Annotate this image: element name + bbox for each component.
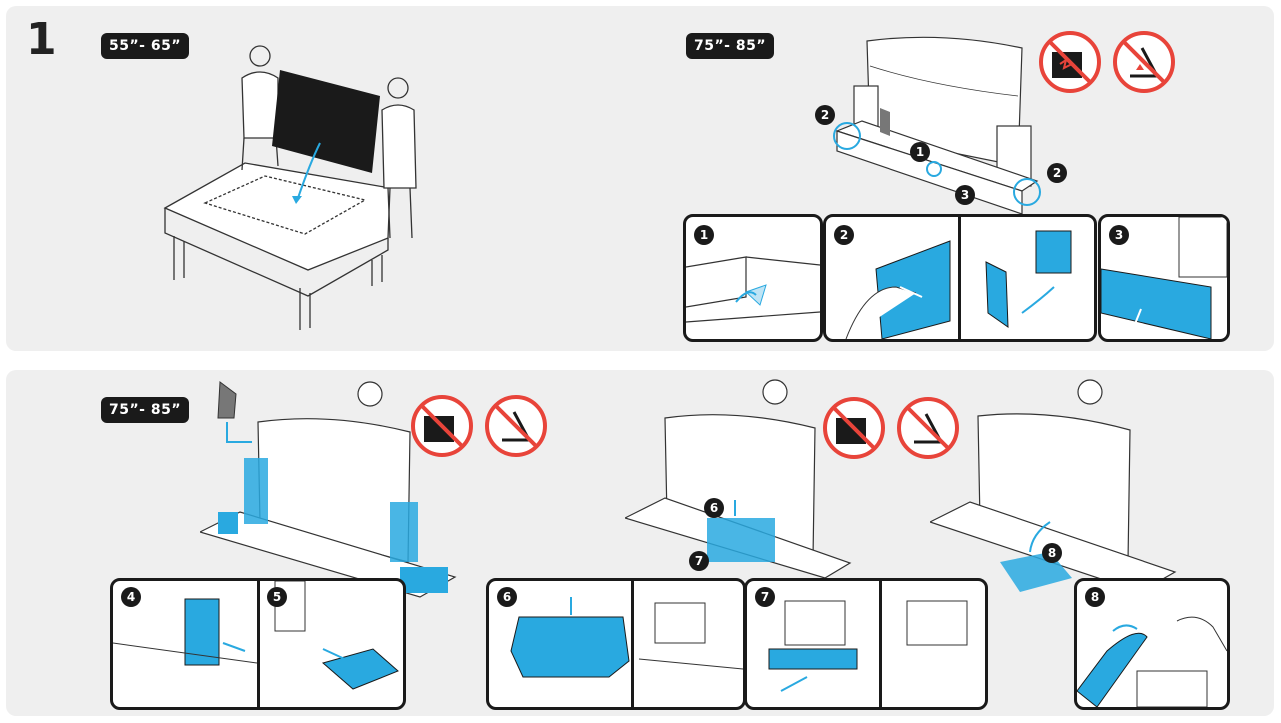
callout-7: 7 xyxy=(689,551,709,571)
detail-box-4-5: 4 5 xyxy=(110,578,406,710)
detail-divider xyxy=(958,217,961,339)
detail-box-7: 7 xyxy=(744,578,988,710)
no-sharp-object-icon-c xyxy=(897,397,959,459)
corner-block-removal-detail xyxy=(113,581,399,690)
detail-badge-1: 1 xyxy=(694,225,714,245)
detail-badge-4: 4 xyxy=(121,587,141,607)
detail-box-1: 1 xyxy=(683,214,823,342)
bottom-cushion-illustration xyxy=(930,379,1177,593)
callout-3: 3 xyxy=(955,185,975,205)
callout-6: 6 xyxy=(704,498,724,518)
detail-box-8: 8 xyxy=(1074,578,1230,710)
detail-badge-6: 6 xyxy=(497,587,517,607)
detail-divider-45 xyxy=(257,581,260,707)
detail-divider-6 xyxy=(631,581,634,707)
size-tag-small: 55”- 65” xyxy=(101,33,190,59)
size-tag-large-bottom: 75”- 85” xyxy=(101,397,190,423)
front-panel-removal-detail xyxy=(1101,217,1227,339)
side-panel-removal-detail xyxy=(845,230,1072,339)
no-sharp-object-icon xyxy=(1113,31,1175,93)
detail-box-2: 2 xyxy=(823,214,1097,342)
base-cushion-detail xyxy=(768,600,968,692)
no-press-screen-icon-c xyxy=(823,397,885,459)
detail-divider-7 xyxy=(879,581,882,707)
no-sharp-object-icon-b xyxy=(485,395,547,457)
size-tag-large-top: 75”- 85” xyxy=(686,33,775,59)
detail-badge-3: 3 xyxy=(1109,225,1129,245)
step-number: 1 xyxy=(26,14,57,65)
tv-on-table-illustration xyxy=(163,45,417,330)
callout-8: 8 xyxy=(1042,543,1062,563)
foil-peel-detail xyxy=(1077,616,1227,707)
tape-removal-detail xyxy=(686,256,820,323)
no-press-screen-icon-b xyxy=(411,395,473,457)
box-unpacking-illustration xyxy=(833,36,1041,215)
callout-2-left: 2 xyxy=(815,105,835,125)
no-press-screen-icon xyxy=(1039,31,1101,93)
detail-box-3: 3 xyxy=(1098,214,1230,342)
detail-box-6: 6 xyxy=(486,578,746,710)
detail-badge-2: 2 xyxy=(834,225,854,245)
cushion-removal-illustration xyxy=(625,379,852,578)
callout-2-right: 2 xyxy=(1047,163,1067,183)
callout-1: 1 xyxy=(910,142,930,162)
detail-badge-8: 8 xyxy=(1085,587,1105,607)
detail-badge-7: 7 xyxy=(755,587,775,607)
corner-blocks-illustration xyxy=(200,381,457,598)
cushion-lift-detail xyxy=(510,597,743,678)
detail-badge-5: 5 xyxy=(267,587,287,607)
